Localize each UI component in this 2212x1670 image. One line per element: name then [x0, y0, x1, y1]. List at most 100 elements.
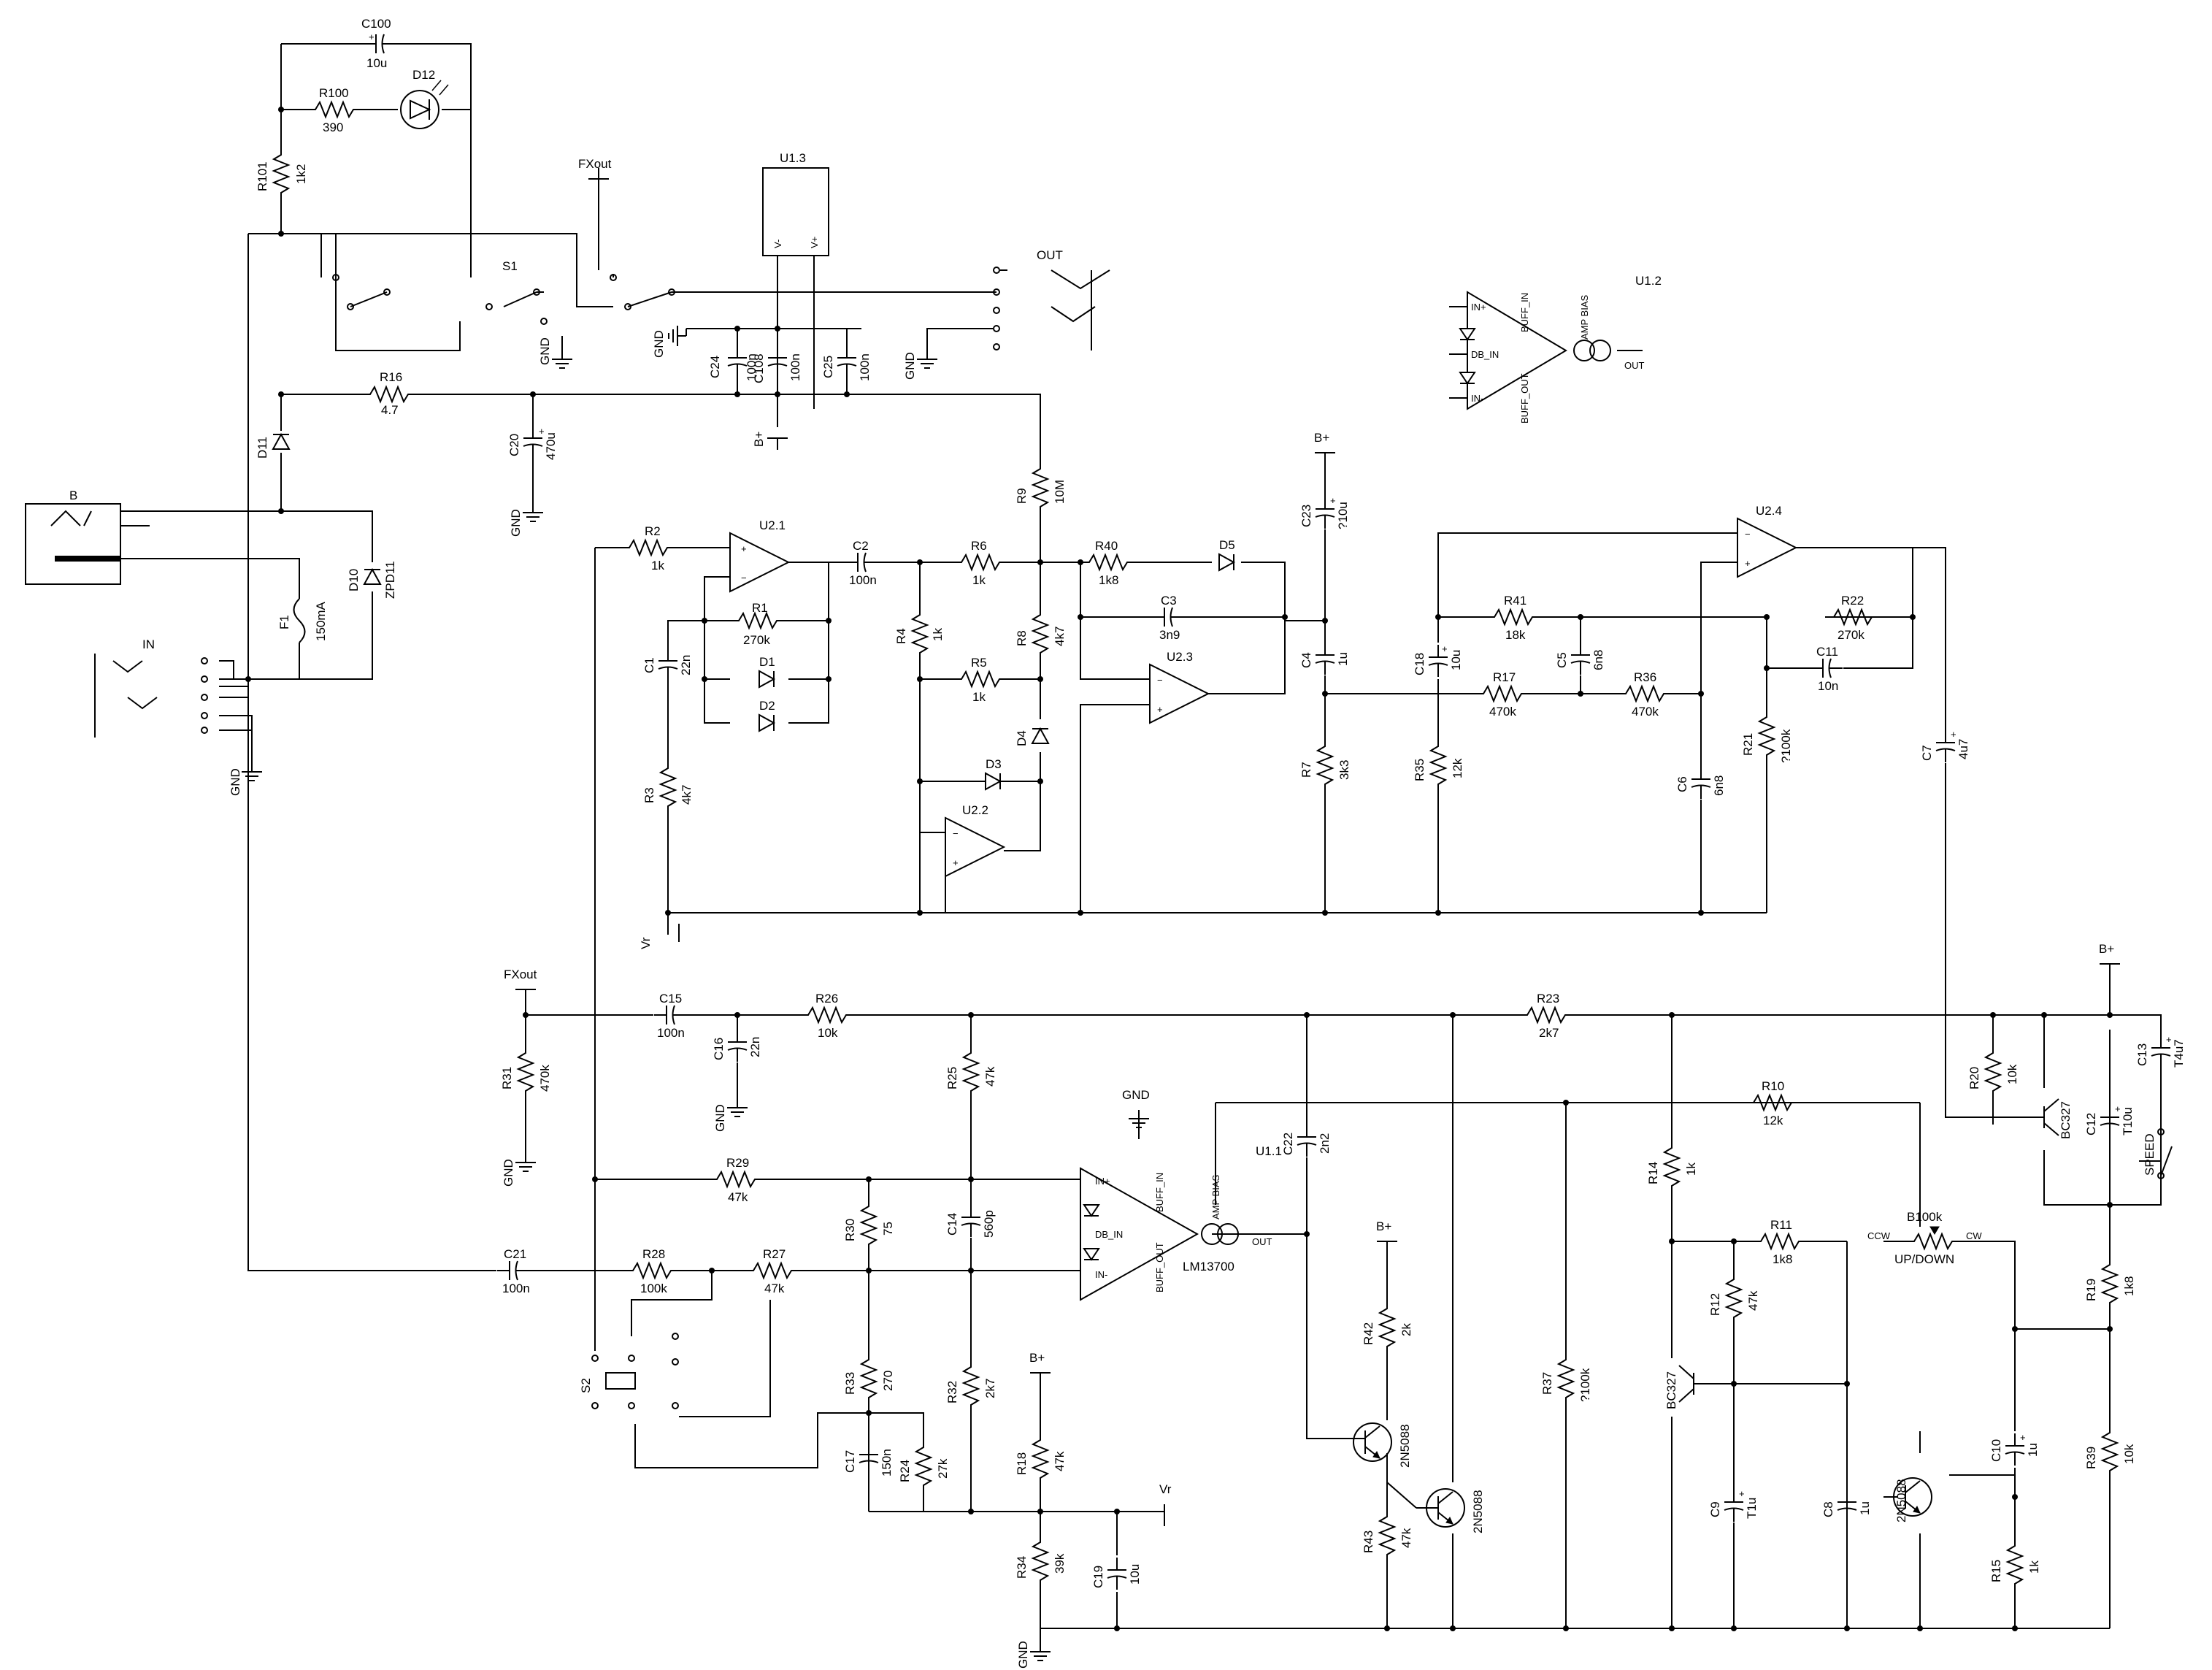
u12-ref: U1.2 [1635, 274, 1662, 288]
svg-text:FXout: FXout [578, 157, 612, 171]
r14-ref: R14 [1646, 1162, 1660, 1184]
svg-text:BUFF_IN: BUFF_IN [1154, 1173, 1165, 1212]
opamp-u21: +− U2.1 [723, 518, 829, 593]
transistor-q2: 2N5088 [1416, 1488, 1485, 1533]
diodes: D12 D11 D10 ZPD11 D1 D2 D3 D4 D5 [256, 68, 1235, 790]
r39-ref: R39 [2084, 1447, 2098, 1469]
c23-value: ?10u [1336, 502, 1350, 529]
gnd-9: GND [1016, 1641, 1051, 1669]
r101-value: 1k2 [294, 164, 308, 184]
r42-value: 2k [1399, 1323, 1413, 1336]
vr-1: Vr [639, 924, 680, 949]
r32-ref: R32 [945, 1381, 959, 1403]
c25-ref: C25 [821, 356, 835, 378]
jack-b-label: B [69, 489, 77, 502]
resistor-r36: R36 470k [1616, 670, 1676, 719]
svg-text:+: + [741, 543, 747, 554]
capacitor-c14: C14 560p [945, 1204, 996, 1238]
u13-ref: U1.3 [780, 151, 806, 165]
r5-value: 1k [972, 690, 986, 704]
bc327a-ref: BC327 [1664, 1371, 1678, 1409]
r7-ref: R7 [1299, 762, 1313, 778]
svg-text:GND: GND [538, 337, 552, 365]
jacks: B IN OUT [25, 248, 1110, 738]
q1-ref: 2N5088 [1398, 1424, 1412, 1468]
fxout-1: FXout [578, 157, 612, 191]
r28-value: 100k [640, 1282, 667, 1295]
capacitor-c17: C17 150n [843, 1441, 894, 1476]
svg-text:IN-: IN- [1471, 393, 1483, 404]
r34-ref: R34 [1015, 1556, 1029, 1579]
resistor-r4: R4 1k [894, 605, 945, 665]
gnd-1: GND [509, 503, 544, 537]
capacitor-c3: C3 3n9 [1151, 594, 1185, 642]
capacitor-c15: C15 100n [653, 992, 687, 1040]
c7-ref: C7 [1920, 745, 1934, 761]
r1-ref: R1 [752, 601, 768, 615]
resistor-r10: R10 12k [1744, 1079, 1804, 1127]
d11-ref: D11 [256, 437, 269, 459]
capacitor-c100: C100 10u + [361, 17, 396, 70]
svg-text:Vr: Vr [639, 937, 653, 949]
c12-ref: C12 [2084, 1113, 2098, 1135]
resistor-r25: R25 47k [945, 1043, 997, 1103]
c13-value: T4u7 [2172, 1039, 2186, 1068]
s2-ref: S2 [579, 1378, 593, 1393]
switch-s2: S2 [579, 1333, 679, 1409]
ota-u11: IN+ DB_IN IN- BUFF_IN BUFF_OUT AMP BIAS … [1080, 1144, 1282, 1301]
c24-ref: C24 [708, 356, 722, 378]
resistor-r20: R20 10k [1967, 1043, 2019, 1103]
r35-value: 12k [1451, 758, 1464, 778]
u22-ref: U2.2 [962, 803, 988, 817]
r37-ref: R37 [1540, 1372, 1554, 1395]
r100-value: 390 [323, 120, 343, 134]
r11-ref: R11 [1770, 1218, 1792, 1232]
r6-value: 1k [972, 573, 986, 587]
resistor-r9: R9 10M [1015, 459, 1067, 519]
c10-value: 1u [2026, 1443, 2040, 1457]
capacitor-c11: C11 10n [1810, 645, 1843, 693]
c11-value: 10n [1818, 679, 1838, 693]
svg-text:AMP BIAS: AMP BIAS [1210, 1174, 1221, 1219]
r21-value: ?100k [1779, 729, 1793, 763]
diode-d2: D2 [759, 699, 775, 732]
c15-ref: C15 [659, 992, 682, 1006]
c7-value: 4u7 [1956, 739, 1970, 759]
capacitor-c12: C12 T10u + [2084, 1103, 2135, 1138]
r15-value: 1k [2027, 1560, 2041, 1574]
r101-ref: R101 [256, 161, 269, 191]
capacitor-c6: C6 6n8 [1675, 766, 1726, 800]
svg-text:DB_IN: DB_IN [1095, 1229, 1123, 1240]
resistor-r6: R6 1k [952, 539, 1012, 587]
r41-value: 18k [1505, 628, 1526, 642]
capacitor-c2: C2 100n [845, 539, 878, 587]
svg-text:GND: GND [713, 1104, 727, 1132]
r2-ref: R2 [645, 524, 661, 538]
r42-ref: R42 [1362, 1322, 1375, 1345]
d3-ref: D3 [986, 757, 1002, 771]
resistor-r29: R29 47k [707, 1156, 767, 1204]
capacitor-c9: C9 T1u + [1708, 1488, 1759, 1522]
capacitor-c23: C23 ?10u + [1299, 495, 1350, 529]
r27-ref: R27 [763, 1247, 786, 1261]
diode-d3: D3 [956, 757, 1026, 790]
resistor-r18: R18 47k [1015, 1430, 1067, 1490]
r31-value: 470k [538, 1065, 552, 1092]
resistor-r1: R1 270k [729, 601, 789, 647]
r36-value: 470k [1632, 705, 1659, 719]
d2-ref: D2 [759, 699, 775, 713]
r30-ref: R30 [843, 1219, 857, 1241]
r39-value: 10k [2122, 1444, 2136, 1464]
svg-text:−: − [1157, 675, 1163, 686]
c22-ref: C22 [1281, 1133, 1295, 1155]
resistor-r39: R39 10k [2084, 1423, 2136, 1483]
capacitor-c108: C108 100n [752, 345, 802, 383]
resistor-r23: R23 2k7 [1518, 992, 1578, 1040]
s1-ref: S1 [502, 259, 518, 273]
resistor-r24: R24 27k [898, 1438, 950, 1498]
fuse-value: 150mA [314, 601, 328, 641]
resistor-r35: R35 12k [1413, 737, 1464, 797]
d10-ref: D10 [347, 569, 361, 591]
r16-ref: R16 [380, 370, 402, 384]
